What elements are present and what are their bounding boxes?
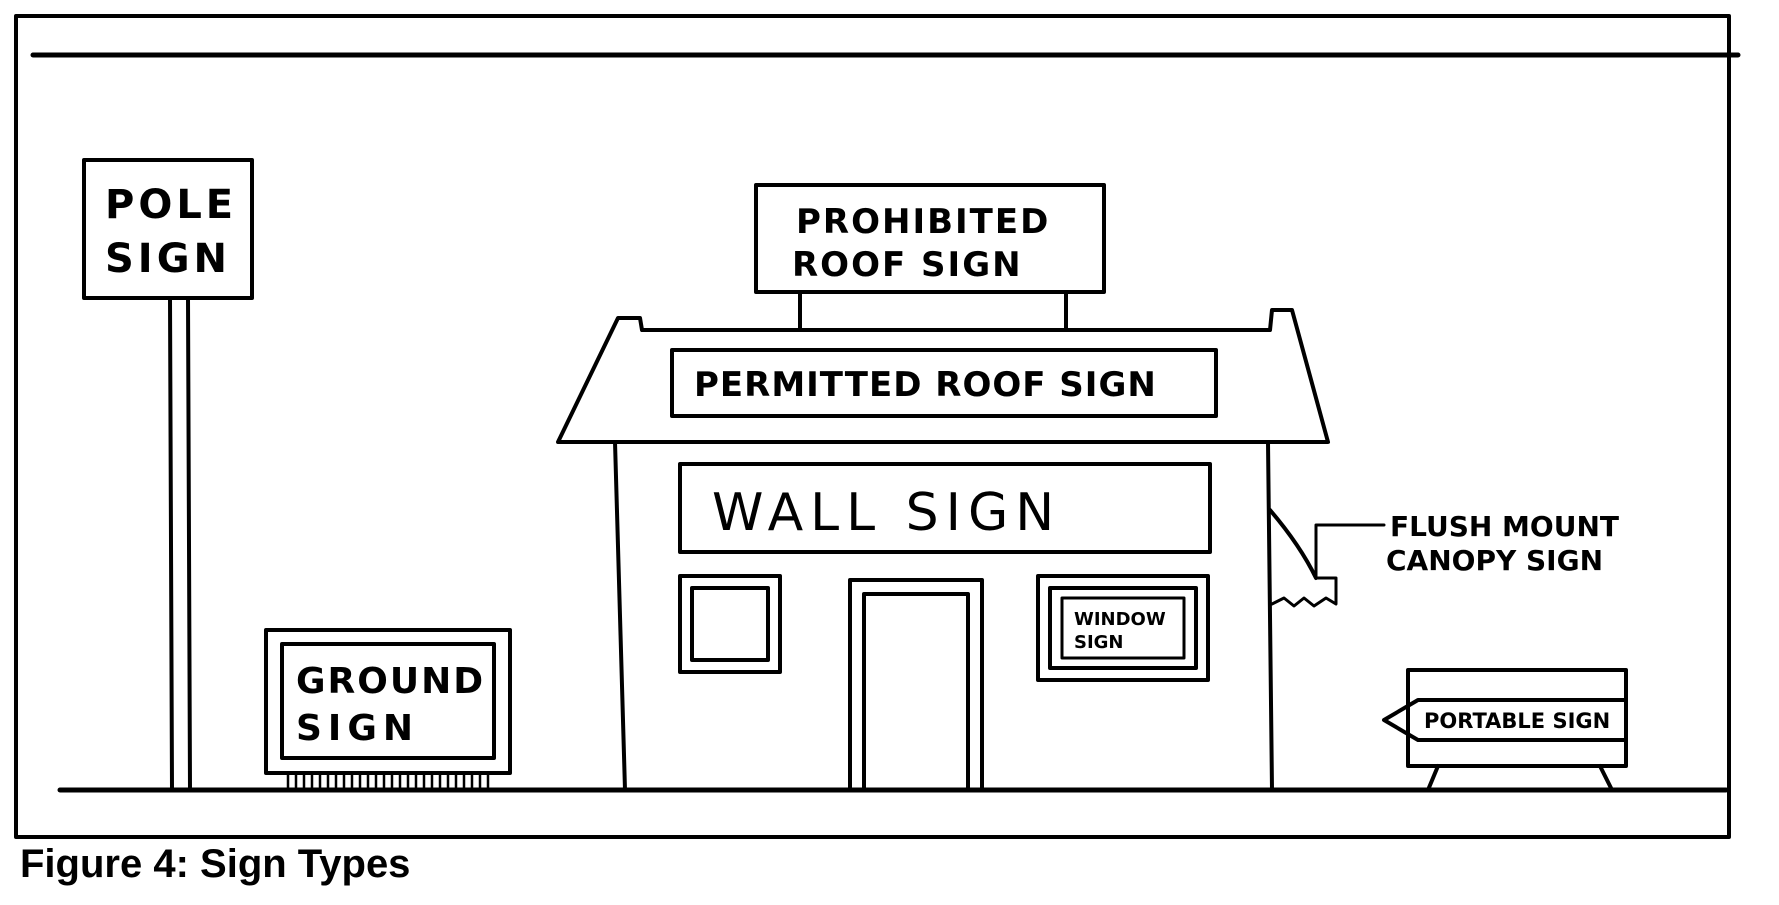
portable-sign-label: PORTABLE SIGN [1424,709,1610,733]
wall-sign-label: WALL SIGN [712,483,1061,543]
ground-sign: GROUND SIGN [264,628,512,792]
wall-sign: WALL SIGN [678,462,1212,554]
pole-sign: POLE SIGN [82,158,254,792]
ground-sign-line1: GROUND [296,661,485,702]
prohibited-roof-sign: PROHIBITED ROOF SIGN [754,183,1106,330]
window-sign-line1: WINDOW [1074,609,1166,630]
ground-sign-line2: SIGN [296,708,419,749]
pole-sign-line2: SIGN [105,236,231,282]
canopy-sign-line2: CANOPY SIGN [1386,544,1603,577]
window-sign-line2: SIGN [1074,632,1124,653]
prohibited-roof-sign-line1: PROHIBITED [796,202,1050,242]
prohibited-roof-sign-line2: ROOF SIGN [792,245,1023,285]
permitted-roof-sign-label: PERMITTED ROOF SIGN [694,365,1157,405]
canopy-sign: FLUSH MOUNT CANOPY SIGN [1268,508,1619,608]
pole-sign-line1: POLE [105,182,237,228]
canopy-sign-line1: FLUSH MOUNT [1390,510,1619,543]
portable-sign: PORTABLE SIGN [1382,668,1628,792]
building [556,308,1330,792]
window-sign: WINDOW SIGN [1036,574,1210,682]
figure-caption: Figure 4: Sign Types [20,842,411,886]
figure-frame [14,14,1731,839]
permitted-roof-sign: PERMITTED ROOF SIGN [670,348,1218,418]
